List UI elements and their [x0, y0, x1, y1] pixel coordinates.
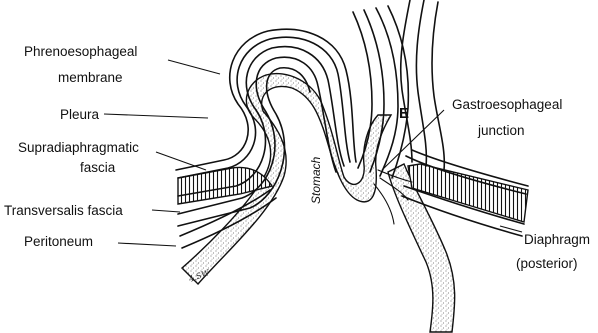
label-phrenoesophageal-1: Phrenoesophageal: [24, 44, 137, 59]
label-diaphragm-1: Diaphragm: [524, 232, 590, 247]
label-supradiaphragmatic-2: fascia: [80, 160, 116, 175]
label-gastroesophageal-1: Gastroesophageal: [452, 97, 562, 112]
label-diaphragm-2: (posterior): [516, 256, 578, 271]
label-esophagus-e: E: [399, 105, 409, 122]
label-gastroesophageal-2: junction: [477, 123, 525, 138]
label-transversalis-fascia: Transversalis fascia: [4, 203, 123, 218]
leader-lines: [104, 60, 522, 246]
label-pleura: Pleura: [60, 107, 100, 122]
label-supradiaphragmatic-1: Supradiaphragmatic: [18, 140, 139, 155]
label-stomach: Stomach: [309, 156, 323, 204]
label-peritoneum: Peritoneum: [24, 234, 93, 249]
label-phrenoesophageal-2: membrane: [58, 70, 123, 85]
